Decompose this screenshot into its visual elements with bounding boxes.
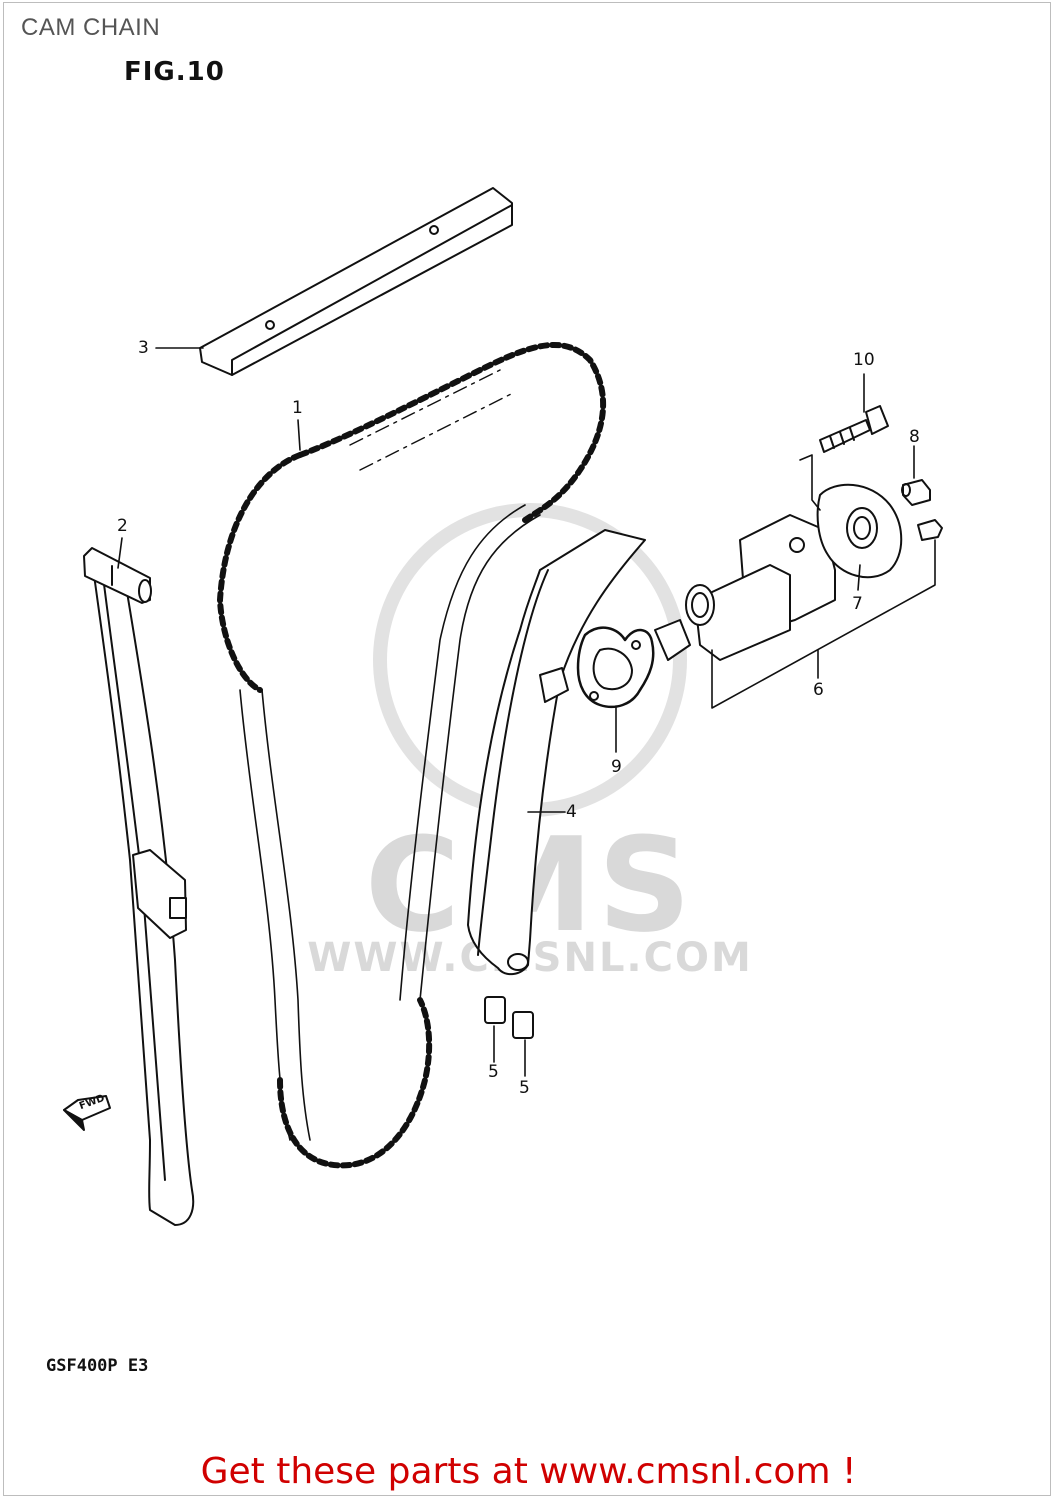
callout-1: 1: [292, 398, 303, 418]
callout-4: 4: [566, 802, 577, 822]
callout-10: 10: [853, 350, 875, 370]
figure-label: FIG.10: [124, 57, 225, 87]
callout-9: 9: [611, 757, 622, 777]
part-8-plug: [901, 479, 943, 541]
part-2-chain-guide-rear: [83, 547, 195, 1226]
callout-6: 6: [813, 680, 824, 700]
callout-8: 8: [909, 427, 920, 447]
part-10-bolt: [819, 405, 889, 453]
leader-lines: [117, 347, 936, 1077]
page-frame: [3, 2, 1051, 1496]
cta-link[interactable]: Get these parts at www.cmsnl.com !: [200, 1451, 857, 1492]
callout-7: 7: [852, 594, 863, 614]
callout-3: 3: [138, 338, 149, 358]
part-9-gasket: [576, 626, 655, 709]
callout-5a: 5: [488, 1062, 499, 1082]
part-3-chain-guide-top: [199, 187, 513, 376]
fwd-arrow-icon: [63, 1095, 111, 1131]
callout-5b: 5: [519, 1078, 530, 1098]
part-5-dowels: [484, 996, 534, 1039]
part-6-tensioner-assembly: [654, 514, 836, 661]
model-code: GSF400P E3: [46, 1356, 149, 1376]
part-1-cam-chain: [217, 342, 606, 1169]
part-4-chain-guide-tensioner: [467, 529, 646, 976]
callout-2: 2: [117, 516, 128, 536]
part-7-tensioner-gasket: [816, 483, 903, 579]
page-title: CAM CHAIN: [21, 14, 161, 41]
